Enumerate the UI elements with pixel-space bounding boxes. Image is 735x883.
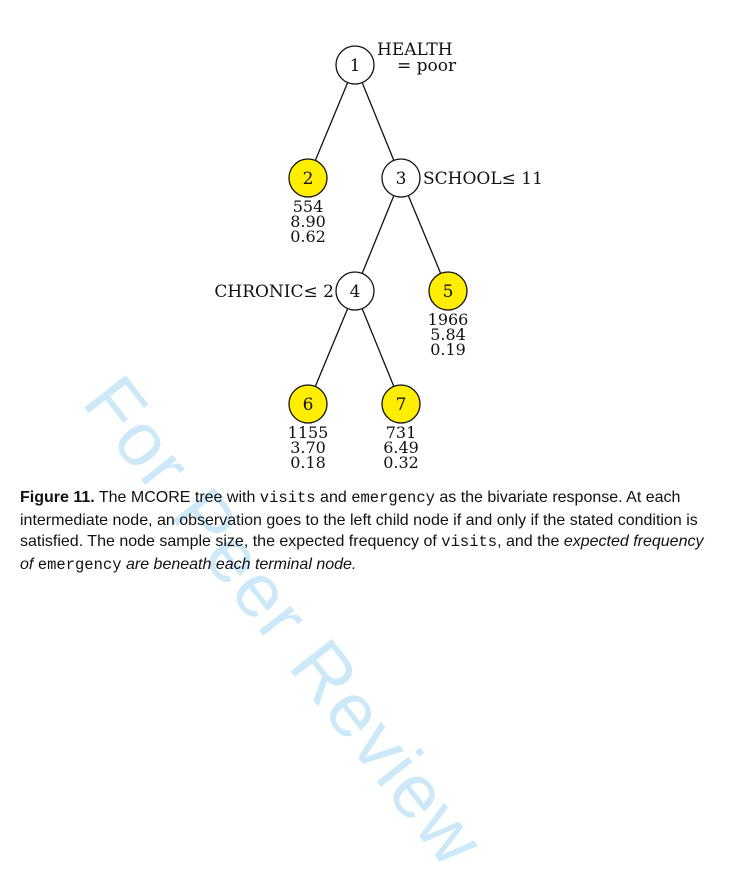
node-id-1: 1 xyxy=(350,56,361,76)
split-label-node-1-b: = poor xyxy=(397,56,457,76)
node-7-stat-0: 731 xyxy=(386,423,417,442)
caption-text-4: , and the xyxy=(497,533,564,550)
node-5-stat-0: 1966 xyxy=(428,310,469,329)
figure-caption: Figure 11. The MCORE tree with visits an… xyxy=(20,487,720,576)
node-id-2: 2 xyxy=(303,169,314,189)
node-6-stat-2: 0.18 xyxy=(290,453,326,472)
edge-1-3 xyxy=(361,82,395,161)
edge-4-7 xyxy=(361,308,395,387)
node-6-stat-0: 1155 xyxy=(288,423,329,442)
caption-italic-2: are beneath each terminal node. xyxy=(125,555,357,573)
node-2-stat-1: 8.90 xyxy=(290,212,326,231)
caption-italic-1: expected frequency of xyxy=(20,533,704,573)
node-id-3: 3 xyxy=(396,169,407,189)
caption-label: Figure 11. xyxy=(20,489,95,506)
caption-code-emergency: emergency xyxy=(351,489,435,507)
node-5-stat-2: 0.19 xyxy=(430,340,466,359)
node-7-stat-1: 6.49 xyxy=(383,438,419,457)
caption-text-1: The MCORE tree with xyxy=(94,489,260,506)
caption-text-3: as the bivariate response. At each inter… xyxy=(20,489,698,550)
split-label-node-1: HEALTH xyxy=(377,40,453,60)
edge-4-6 xyxy=(314,308,349,387)
node-id-7: 7 xyxy=(396,395,407,415)
terminal-node-2 xyxy=(288,158,328,198)
edge-1-2 xyxy=(314,82,349,161)
node-id-6: 6 xyxy=(303,395,314,415)
internal-node-1 xyxy=(335,45,375,85)
node-id-5: 5 xyxy=(443,282,454,302)
node-6-stat-1: 3.70 xyxy=(290,438,326,457)
caption-code-visits: visits xyxy=(259,489,316,507)
caption-code-visits-2: visits xyxy=(441,533,498,551)
internal-node-3 xyxy=(381,158,421,198)
split-label-node-3: SCHOOL≤ 11 xyxy=(423,169,543,189)
caption-code-emergency-2: emergency xyxy=(37,555,122,574)
terminal-node-7 xyxy=(381,384,421,424)
edge-3-5 xyxy=(407,195,442,274)
node-id-4: 4 xyxy=(350,282,361,302)
terminal-node-6 xyxy=(288,384,328,424)
node-2-stat-2: 0.62 xyxy=(290,227,326,246)
node-7-stat-2: 0.32 xyxy=(383,453,419,472)
caption-text-2: and xyxy=(315,489,352,506)
node-2-stat-0: 554 xyxy=(293,197,324,216)
terminal-node-5 xyxy=(428,271,468,311)
split-label-node-4: CHRONIC≤ 2 xyxy=(214,282,334,302)
edge-3-4 xyxy=(361,195,395,274)
internal-node-4 xyxy=(335,271,375,311)
node-5-stat-1: 5.84 xyxy=(430,325,466,344)
